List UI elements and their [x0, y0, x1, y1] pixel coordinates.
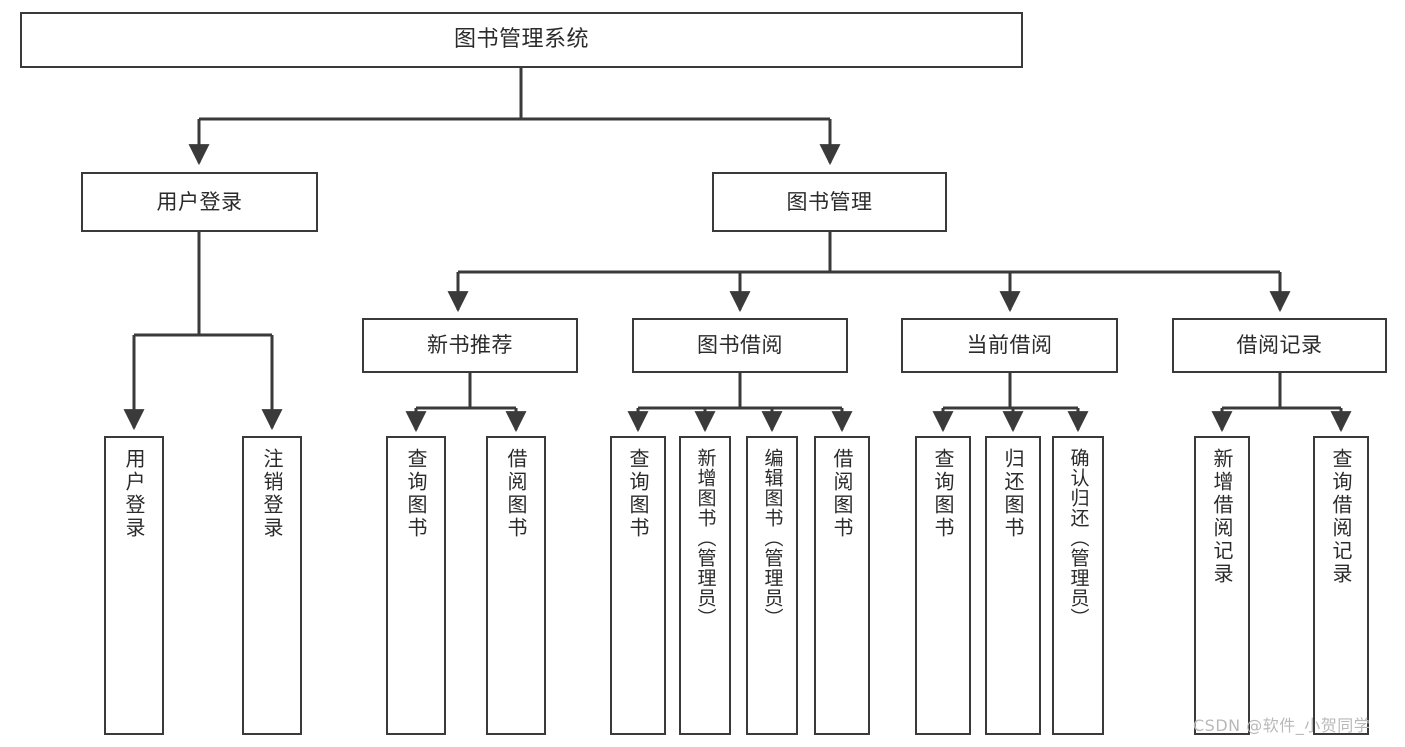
node-book-manage[interactable]: 图书管理 [712, 172, 947, 232]
node-leaf-logout-label: 注销登录 [260, 448, 284, 540]
node-leaf-query-book-current-label: 查询图书 [931, 448, 955, 540]
node-leaf-query-book-borrow-label: 查询图书 [626, 448, 650, 540]
node-leaf-query-borrow-record-label: 查询借阅记录 [1329, 448, 1353, 586]
node-leaf-query-book-rec-label: 查询图书 [404, 448, 428, 540]
node-leaf-edit-book-admin[interactable]: 编辑图书（管理员） [746, 436, 798, 735]
node-new-book-rec-label: 新书推荐 [427, 333, 513, 358]
node-leaf-add-book-admin[interactable]: 新增图书（管理员） [679, 436, 731, 735]
node-leaf-logout[interactable]: 注销登录 [242, 436, 302, 735]
node-leaf-query-borrow-record[interactable]: 查询借阅记录 [1313, 436, 1369, 735]
node-leaf-query-book-rec[interactable]: 查询图书 [386, 436, 446, 735]
node-leaf-add-borrow-record[interactable]: 新增借阅记录 [1194, 436, 1250, 735]
node-current-borrow-label: 当前借阅 [966, 333, 1053, 358]
node-root[interactable]: 图书管理系统 [20, 12, 1023, 68]
node-user-login-label: 用户登录 [156, 189, 243, 214]
csdn-watermark: CSDN @软件_小贺同学 [1193, 716, 1371, 735]
node-leaf-confirm-return-admin[interactable]: 确认归还（管理员） [1052, 436, 1104, 735]
node-book-borrow[interactable]: 图书借阅 [632, 318, 848, 373]
node-leaf-add-book-admin-label: 新增图书（管理员） [694, 448, 717, 628]
node-book-manage-label: 图书管理 [786, 189, 873, 214]
node-book-borrow-label: 图书借阅 [697, 333, 783, 358]
node-leaf-borrow-book-rec-label: 借阅图书 [504, 448, 528, 540]
node-borrow-record[interactable]: 借阅记录 [1172, 318, 1387, 373]
node-leaf-return-book[interactable]: 归还图书 [985, 436, 1041, 735]
node-leaf-query-book-current[interactable]: 查询图书 [915, 436, 971, 735]
node-current-borrow[interactable]: 当前借阅 [901, 318, 1118, 373]
node-leaf-borrow-book-label: 借阅图书 [830, 448, 854, 540]
node-leaf-add-borrow-record-label: 新增借阅记录 [1210, 448, 1234, 586]
node-root-label: 图书管理系统 [453, 27, 589, 53]
node-leaf-borrow-book[interactable]: 借阅图书 [814, 436, 870, 735]
node-leaf-query-book-borrow[interactable]: 查询图书 [610, 436, 666, 735]
node-new-book-rec[interactable]: 新书推荐 [362, 318, 578, 373]
node-leaf-confirm-return-admin-label: 确认归还（管理员） [1067, 448, 1090, 628]
node-leaf-user-login-label: 用户登录 [122, 448, 146, 540]
node-borrow-record-label: 借阅记录 [1236, 333, 1323, 358]
node-leaf-borrow-book-rec[interactable]: 借阅图书 [486, 436, 546, 735]
node-leaf-return-book-label: 归还图书 [1001, 448, 1025, 540]
node-user-login[interactable]: 用户登录 [81, 172, 318, 232]
node-leaf-user-login[interactable]: 用户登录 [104, 436, 164, 735]
node-leaf-edit-book-admin-label: 编辑图书（管理员） [761, 448, 784, 628]
